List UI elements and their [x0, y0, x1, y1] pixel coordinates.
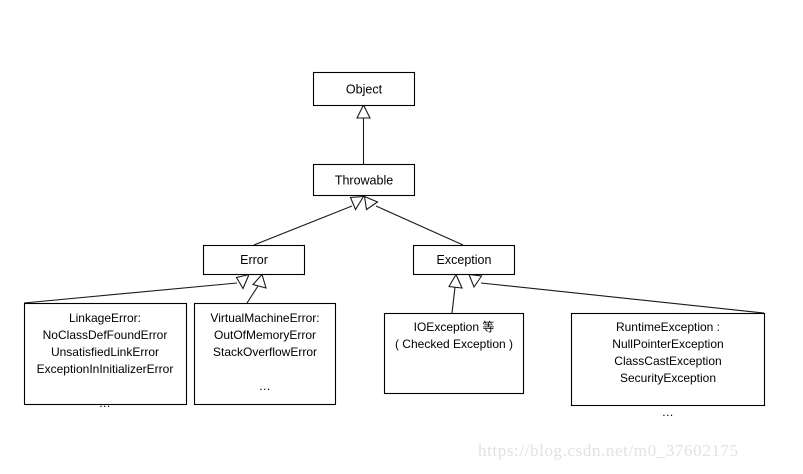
node-throwable-label: Throwable: [335, 173, 393, 187]
node-linkage-error-box[interactable]: [23, 302, 188, 406]
node-exception-box[interactable]: [412, 244, 516, 276]
node-throwable[interactable]: Throwable: [312, 163, 416, 197]
node-exception[interactable]: Exception: [412, 244, 516, 276]
node-throwable-box[interactable]: [312, 163, 416, 197]
edge-exception-extends-throwable: [363, 195, 464, 246]
node-io-exception-box[interactable]: [383, 312, 525, 395]
edge-io-exception-extends-exception: [448, 273, 463, 314]
edge-error-extends-throwable: [253, 195, 365, 246]
edge-throwable-extends-object: [356, 103, 371, 164]
node-object-box[interactable]: [312, 71, 416, 107]
node-exception-label: Exception: [437, 253, 492, 267]
edge-runtime-exception-extends-exception: [468, 273, 765, 314]
node-error-box[interactable]: [202, 244, 306, 276]
node-object[interactable]: Object: [312, 71, 416, 107]
node-error[interactable]: Error: [202, 244, 306, 276]
node-object-label: Object: [346, 82, 383, 96]
node-runtime-exception-box[interactable]: [570, 312, 766, 407]
csdn-watermark: https://blog.csdn.net/m0_37602175: [478, 441, 739, 460]
edge-virtual-machine-error-extends-error: [246, 273, 267, 304]
node-io-exception[interactable]: IOException 等( Checked Exception ): [383, 312, 525, 395]
edge-linkage-error-extends-error: [23, 273, 250, 304]
node-virtual-machine-error-box[interactable]: [193, 302, 337, 406]
node-error-label: Error: [240, 253, 268, 267]
node-io-exception-label: IOException 等( Checked Exception ): [395, 320, 513, 351]
